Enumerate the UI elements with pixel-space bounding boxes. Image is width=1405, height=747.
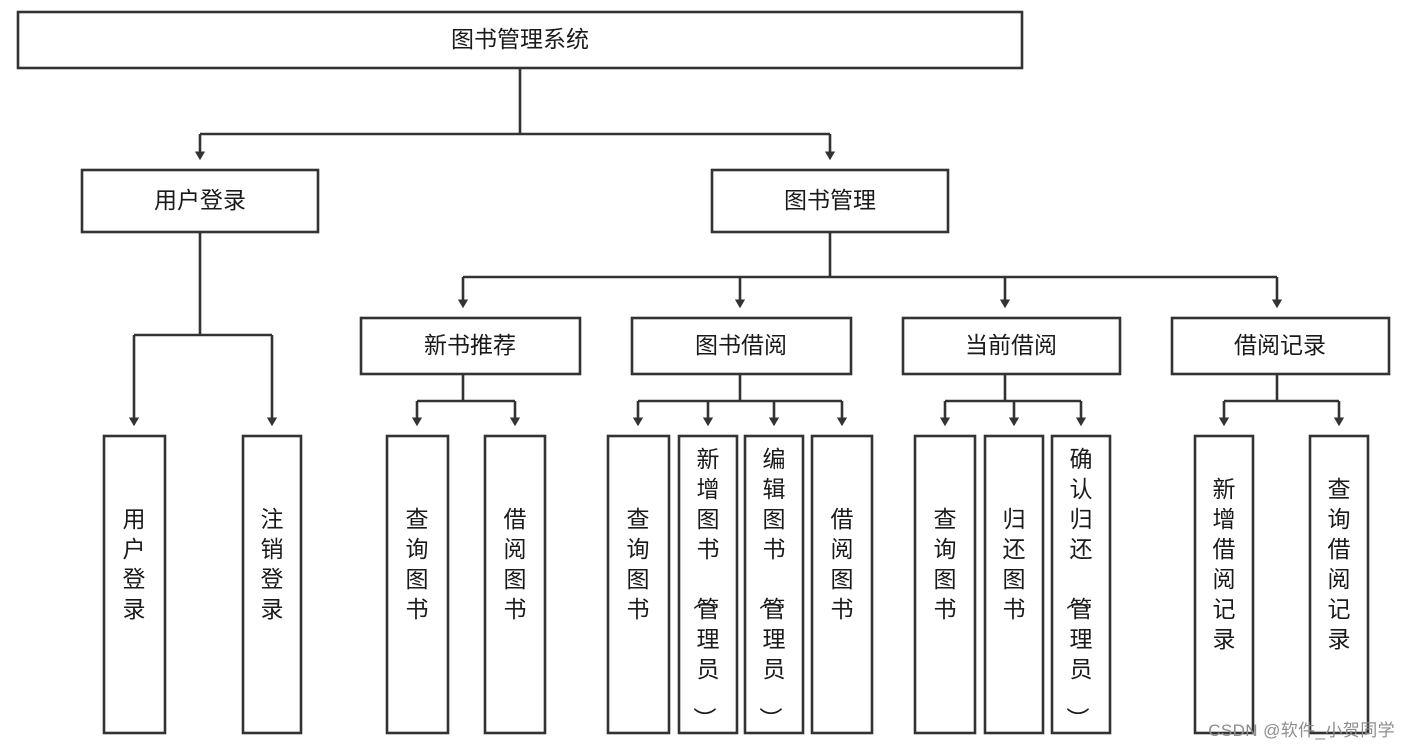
node-leaf-borrow-book-2-label: 借阅图书 bbox=[831, 506, 854, 622]
node-leaf-query-book-1[interactable]: 查询图书 bbox=[385, 434, 450, 735]
node-book-borrow-box[interactable] bbox=[630, 316, 853, 376]
node-leaf-confirm-return-admin-label: 确认归还（管理员） bbox=[1065, 446, 1093, 730]
node-user-login[interactable]: 用户登录 bbox=[80, 168, 320, 234]
node-borrow-record[interactable]: 借阅记录 bbox=[1170, 316, 1391, 376]
node-leaf-query-borrow-record[interactable]: 查询借阅记录 bbox=[1308, 434, 1370, 735]
node-root-box[interactable] bbox=[16, 10, 1024, 70]
node-leaf-borrow-book-2-box[interactable] bbox=[810, 434, 874, 735]
node-book-manage[interactable]: 图书管理 bbox=[710, 168, 950, 234]
node-leaf-borrow-book-1[interactable]: 借阅图书 bbox=[483, 434, 547, 735]
node-leaf-query-book-2-label: 查询图书 bbox=[627, 506, 650, 622]
node-leaf-query-book-1-box[interactable] bbox=[385, 434, 450, 735]
node-leaf-user-logout-box[interactable] bbox=[241, 434, 303, 735]
node-leaf-borrow-book-2[interactable]: 借阅图书 bbox=[810, 434, 874, 735]
node-book-manage-label: 图书管理 bbox=[784, 187, 876, 213]
node-book-manage-box[interactable] bbox=[710, 168, 950, 234]
node-leaf-return-book-box[interactable] bbox=[983, 434, 1045, 735]
node-leaf-edit-book-admin-label: 编辑图书（管理员） bbox=[758, 446, 786, 730]
node-current-borrow-box[interactable] bbox=[901, 316, 1122, 376]
node-leaf-query-book-2[interactable]: 查询图书 bbox=[606, 434, 671, 735]
node-user-login-box[interactable] bbox=[80, 168, 320, 234]
node-leaf-edit-book-admin[interactable]: 编辑图书（管理员） bbox=[743, 434, 805, 735]
node-leaf-user-logout[interactable]: 注销登录 bbox=[241, 434, 303, 735]
node-leaf-user-login[interactable]: 用户登录 bbox=[102, 434, 167, 735]
connector-layer bbox=[128, 68, 1345, 427]
node-leaf-add-book-admin-box[interactable] bbox=[677, 434, 739, 735]
node-book-borrow[interactable]: 图书借阅 bbox=[630, 316, 853, 376]
node-leaf-add-borrow-record[interactable]: 新增借阅记录 bbox=[1193, 434, 1255, 735]
node-leaf-edit-book-admin-box[interactable] bbox=[743, 434, 805, 735]
node-leaf-return-book[interactable]: 归还图书 bbox=[983, 434, 1045, 735]
node-borrow-record-box[interactable] bbox=[1170, 316, 1391, 376]
node-new-book-recommend[interactable]: 新书推荐 bbox=[359, 316, 582, 376]
node-current-borrow[interactable]: 当前借阅 bbox=[901, 316, 1122, 376]
node-user-login-label: 用户登录 bbox=[154, 187, 246, 213]
node-root-system[interactable]: 图书管理系统 bbox=[16, 10, 1024, 70]
node-leaf-user-login-label: 用户登录 bbox=[123, 506, 146, 622]
node-leaf-confirm-return-admin-box[interactable] bbox=[1050, 434, 1112, 735]
node-leaf-confirm-return-admin[interactable]: 确认归还（管理员） bbox=[1050, 434, 1112, 735]
node-leaf-add-book-admin-label: 新增图书（管理员） bbox=[692, 446, 720, 730]
node-leaf-borrow-book-1-box[interactable] bbox=[483, 434, 547, 735]
node-layer: 图书管理系统 用户登录 图书管理 新书推荐 图书借阅 当前 bbox=[16, 10, 1391, 735]
node-root-label: 图书管理系统 bbox=[451, 26, 589, 52]
node-leaf-query-book-2-box[interactable] bbox=[606, 434, 671, 735]
node-leaf-borrow-book-1-label: 借阅图书 bbox=[504, 506, 527, 622]
node-leaf-return-book-label: 归还图书 bbox=[1003, 506, 1026, 622]
node-new-book-recommend-box[interactable] bbox=[359, 316, 582, 376]
node-leaf-query-book-3-box[interactable] bbox=[913, 434, 977, 735]
node-leaf-user-logout-label: 注销登录 bbox=[261, 506, 284, 622]
node-leaf-add-borrow-record-label: 新增借阅记录 bbox=[1213, 476, 1236, 652]
node-new-book-recommend-label: 新书推荐 bbox=[424, 332, 516, 358]
node-leaf-add-borrow-record-box[interactable] bbox=[1193, 434, 1255, 735]
node-leaf-query-book-3-label: 查询图书 bbox=[934, 506, 957, 622]
node-leaf-add-book-admin[interactable]: 新增图书（管理员） bbox=[677, 434, 739, 735]
node-leaf-query-borrow-record-box[interactable] bbox=[1308, 434, 1370, 735]
node-leaf-query-borrow-record-label: 查询借阅记录 bbox=[1328, 476, 1351, 652]
node-borrow-record-label: 借阅记录 bbox=[1234, 332, 1326, 358]
node-leaf-query-book-3[interactable]: 查询图书 bbox=[913, 434, 977, 735]
node-leaf-query-book-1-label: 查询图书 bbox=[406, 506, 429, 622]
node-current-borrow-label: 当前借阅 bbox=[965, 332, 1057, 358]
node-leaf-user-login-box[interactable] bbox=[102, 434, 167, 735]
node-book-borrow-label: 图书借阅 bbox=[695, 332, 787, 358]
